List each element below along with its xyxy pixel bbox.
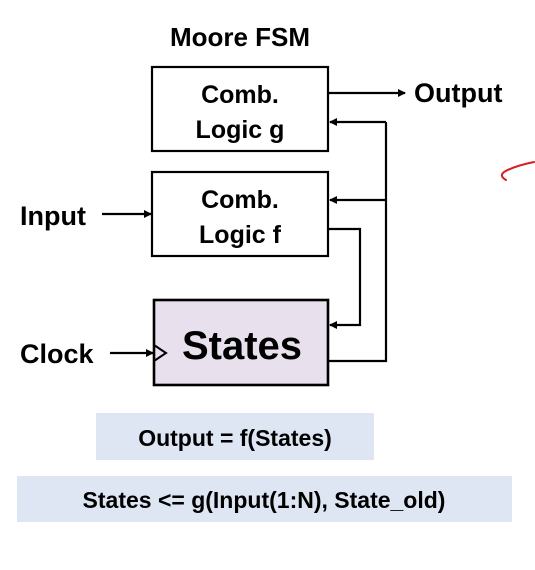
- output-equation-background: [96, 413, 374, 460]
- clock-label: Clock: [20, 339, 95, 369]
- diagram-title: Moore FSM: [170, 22, 310, 52]
- logic-f-label-line2: Logic f: [199, 221, 282, 249]
- states-equation: States <= g(Input(1:N), State_old): [17, 476, 512, 522]
- logic-f-block: Comb. Logic f: [150, 170, 330, 258]
- states-block: States: [152, 298, 330, 387]
- states-label: States: [182, 324, 302, 368]
- next-state-wire: [328, 227, 362, 329]
- states-box: [152, 298, 330, 387]
- logic-g-label-line2: Logic g: [196, 116, 285, 144]
- output-equation: Output = f(States): [96, 413, 374, 460]
- output-equation-text: Output = f(States): [138, 425, 332, 451]
- output-label: Output: [414, 78, 502, 108]
- red-annotation-stroke: [500, 161, 535, 181]
- states-equation-background: [17, 476, 512, 522]
- logic-g-block: Comb. Logic g: [150, 65, 330, 153]
- input-label: Input: [20, 201, 86, 231]
- logic-g-label-line1: Comb.: [201, 81, 279, 109]
- logic-f-label-line1: Comb.: [201, 186, 279, 214]
- state-feedback-wire: [328, 122, 388, 363]
- logic-f-box: [150, 170, 330, 258]
- states-equation-text: States <= g(Input(1:N), State_old): [83, 487, 446, 513]
- clock-edge-icon: [153, 344, 168, 362]
- logic-g-box: [150, 65, 330, 153]
